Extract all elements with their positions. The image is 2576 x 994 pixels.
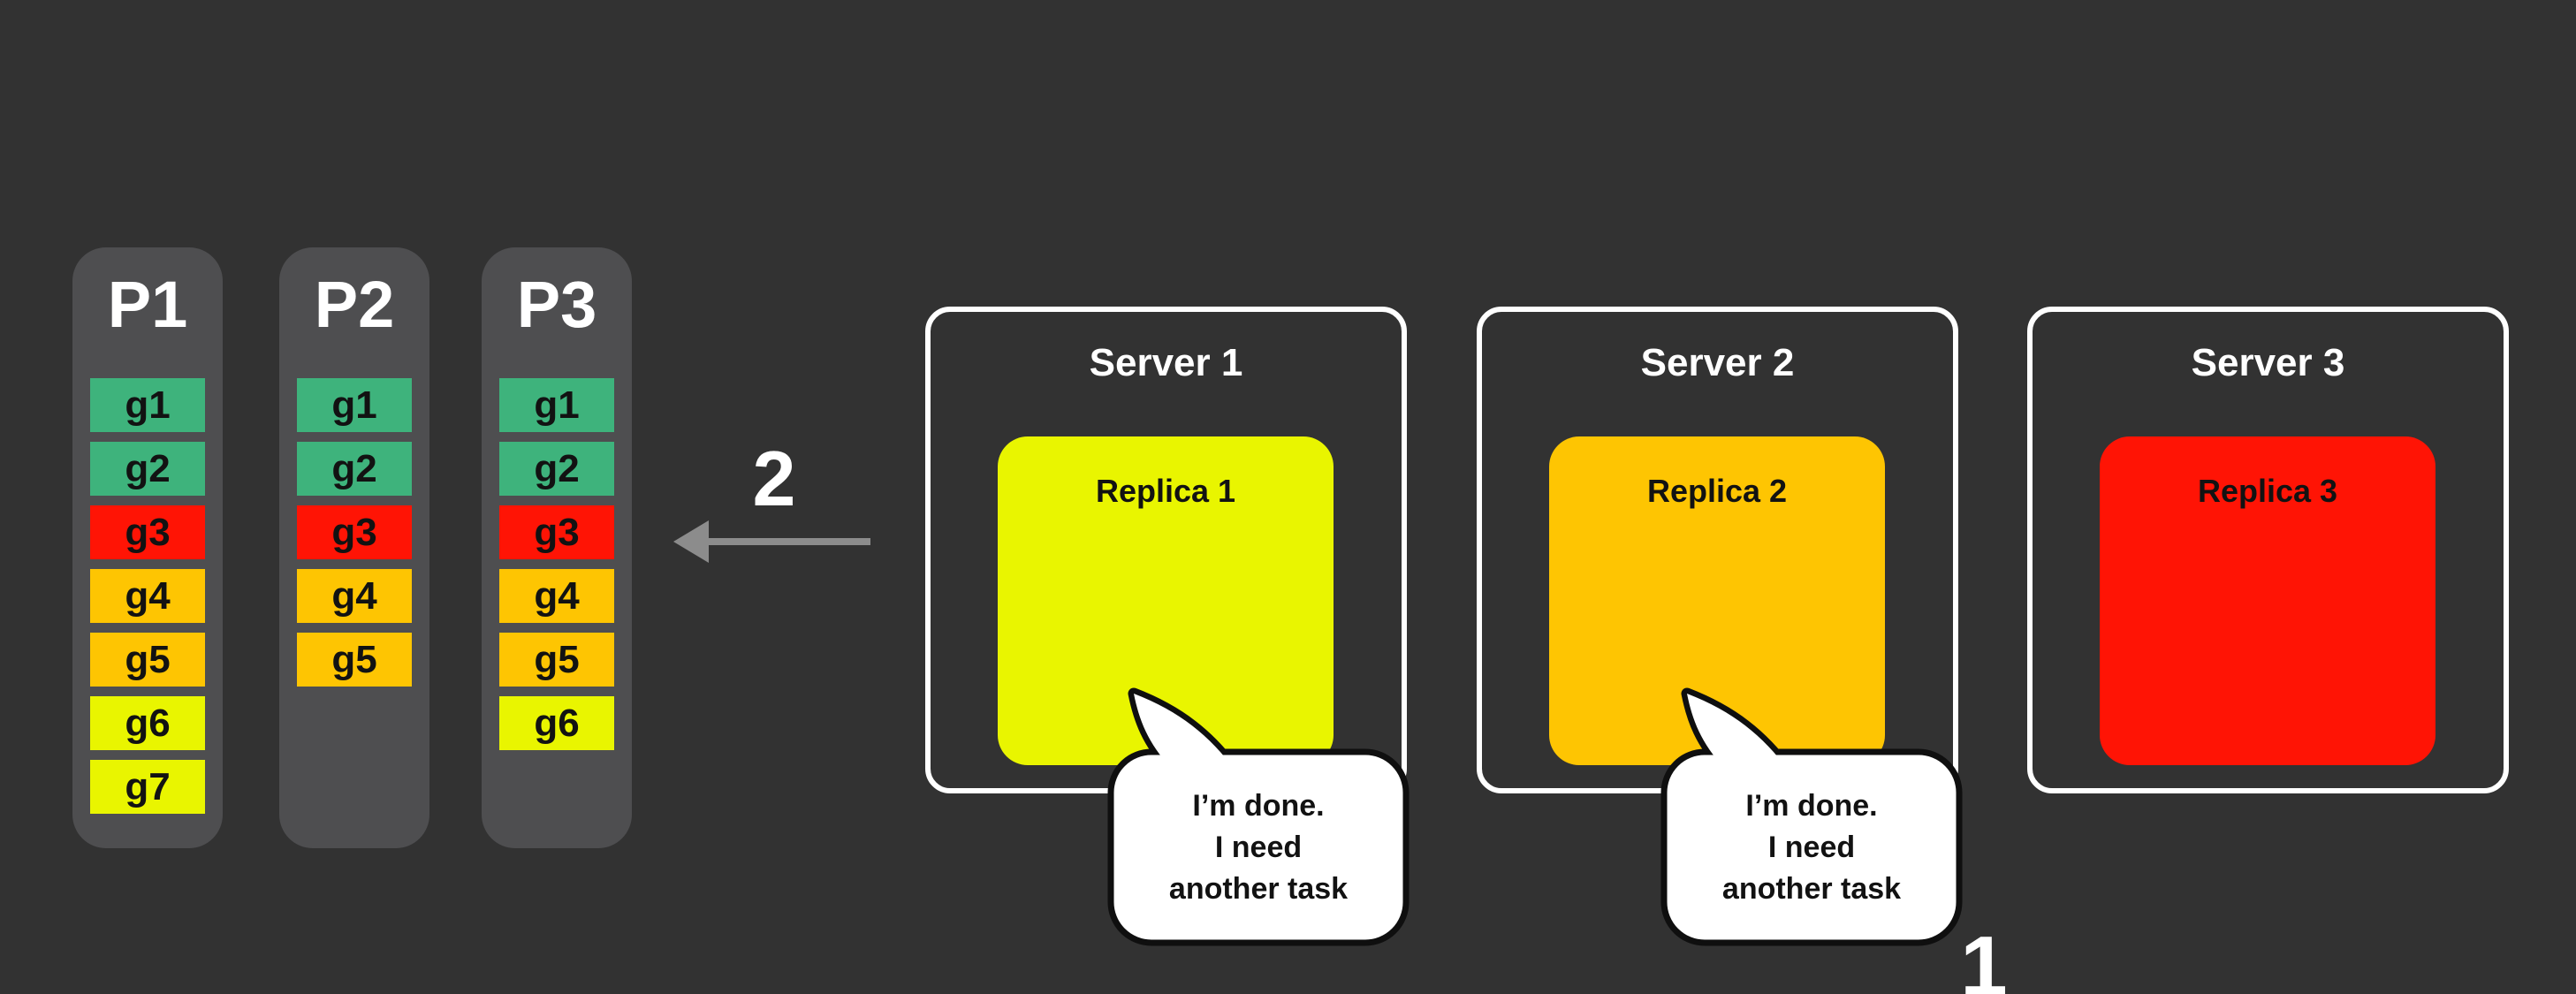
- partition-p2-tasks: g1 g2 g3 g4 g5: [279, 378, 429, 696]
- bubble-2-line-1: I’m done.: [1745, 789, 1878, 823]
- bubble-1-line-1: I’m done.: [1192, 789, 1325, 823]
- step-1-label: 1: [1960, 919, 2008, 994]
- task-block-g7: g7: [90, 760, 205, 814]
- task-block-g1: g1: [297, 378, 412, 432]
- server-2-title: Server 2: [1640, 341, 1795, 384]
- bubble-1-line-2: I need: [1214, 831, 1303, 864]
- task-block-g6: g6: [90, 696, 205, 750]
- partition-p2: P2 g1 g2 g3 g4 g5: [279, 247, 429, 848]
- server-3-title: Server 3: [2191, 341, 2345, 384]
- bubble-2-line-3: another task: [1721, 872, 1902, 906]
- replica-1-label: Replica 1: [1095, 473, 1236, 509]
- task-block-g5: g5: [297, 633, 412, 687]
- speech-bubble-2-text: I’m done. I need another task: [1664, 752, 1959, 943]
- replica-3-label: Replica 3: [2197, 473, 2338, 509]
- task-block-g6: g6: [499, 696, 614, 750]
- server-1-title: Server 1: [1089, 341, 1243, 384]
- partition-p3-tasks: g1 g2 g3 g4 g5 g6: [482, 378, 632, 760]
- task-block-g3: g3: [90, 505, 205, 559]
- speech-bubble-1-text: I’m done. I need another task: [1111, 752, 1406, 943]
- speech-bubble-2: [1660, 687, 1963, 946]
- task-block-g3: g3: [297, 505, 412, 559]
- task-block-g2: g2: [499, 442, 614, 496]
- speech-bubble-1: [1107, 687, 1410, 946]
- partition-p3-title: P3: [516, 268, 597, 341]
- partition-p2-title: P2: [314, 268, 395, 341]
- task-block-g2: g2: [297, 442, 412, 496]
- task-block-g1: g1: [499, 378, 614, 432]
- partition-p3: P3 g1 g2 g3 g4 g5 g6: [482, 247, 632, 848]
- step-2-label: 2: [752, 435, 796, 522]
- partition-p1-title: P1: [107, 268, 188, 341]
- task-block-g3: g3: [499, 505, 614, 559]
- replica-2-label: Replica 2: [1646, 473, 1788, 509]
- partition-p1: P1 g1 g2 g3 g4 g5 g6 g7: [72, 247, 223, 848]
- task-block-g5: g5: [499, 633, 614, 687]
- task-block-g4: g4: [297, 569, 412, 623]
- replica-3-box: Replica 3: [2100, 436, 2435, 765]
- task-block-g4: g4: [499, 569, 614, 623]
- bubble-2-line-2: I need: [1767, 831, 1856, 864]
- arrow-left-icon: [673, 520, 870, 563]
- task-block-g1: g1: [90, 378, 205, 432]
- task-block-g2: g2: [90, 442, 205, 496]
- task-block-g4: g4: [90, 569, 205, 623]
- partition-p1-tasks: g1 g2 g3 g4 g5 g6 g7: [72, 378, 223, 823]
- bubble-1-line-3: another task: [1168, 872, 1349, 906]
- task-block-g5: g5: [90, 633, 205, 687]
- server-3-box: Server 3 Replica 3: [2027, 307, 2509, 793]
